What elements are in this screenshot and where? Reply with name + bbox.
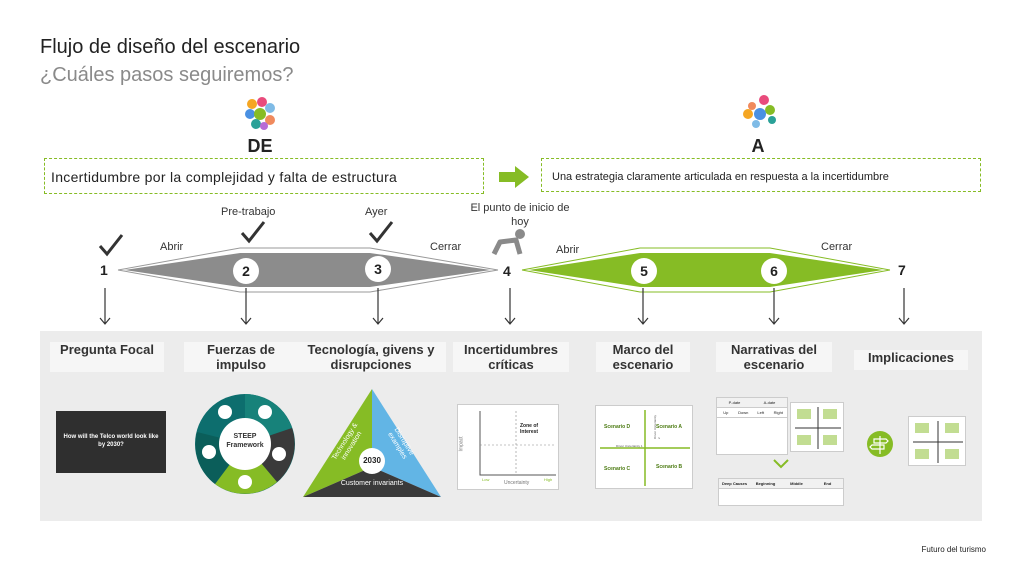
triangle-center-label: 2030	[363, 456, 381, 465]
arrow-right-icon	[499, 166, 529, 188]
label-punto-inicio: El punto de inicio de hoy	[470, 202, 570, 228]
checkmark-icon	[240, 221, 266, 244]
crawling-person-icon	[491, 229, 525, 256]
table-head-cell: P-date	[728, 400, 741, 405]
label-pretrabajo: Pre-trabajo	[221, 206, 276, 218]
step-2: 2	[233, 258, 259, 284]
to-box: Una estrategia claramente articulada en …	[541, 158, 981, 192]
framework-thumbnail: Scenario D Scenario A Scenario C Scenari…	[595, 405, 693, 489]
table-sub-cell: Right	[773, 410, 783, 415]
step-6: 6	[761, 258, 787, 284]
driver-2-label: Driver Uncertainty 2	[653, 414, 661, 439]
triangle-diagram	[303, 389, 441, 497]
story-head-cell: Deep Causes	[721, 481, 748, 486]
col-title-tecnologia: Tecnología, givens y disrupciones	[296, 342, 446, 372]
col-title-pregunta-focal: Pregunta Focal	[50, 342, 164, 372]
table-head-cell: A-date	[763, 400, 776, 405]
from-letter: DE	[247, 136, 273, 156]
label-cerrar-left: Cerrar	[430, 241, 462, 253]
flow-diamonds	[117, 247, 891, 293]
step-5: 5	[631, 258, 657, 284]
scenario-a-label: Scenario A	[656, 424, 682, 430]
narratives-matrix-thumbnail	[790, 402, 844, 452]
triangle-bottom-label: Customer invariants	[340, 480, 404, 487]
low-label: Low	[482, 477, 490, 482]
down-arrows	[99, 288, 910, 325]
narratives-table-sub: Up Down Left Right	[717, 408, 787, 418]
bubbles-icon-from	[245, 97, 275, 130]
label-abrir-right: Abrir	[556, 244, 580, 256]
chevron-down-icon	[773, 459, 789, 469]
col-title-marco: Marco del escenario	[596, 342, 690, 372]
steep-wheel	[195, 394, 295, 494]
page-subtitle: ¿Cuáles pasos seguiremos?	[40, 64, 294, 86]
signpost-icon	[867, 431, 893, 457]
checkmark-icon	[368, 221, 394, 244]
scenario-c-label: Scenario C	[604, 466, 631, 472]
framework-axes	[600, 410, 690, 486]
uncertainty-axis-label: Uncertainty	[504, 480, 530, 486]
narratives-matrix	[795, 407, 841, 449]
steep-center-label: STEEP Framework	[226, 433, 264, 449]
step-7: 7	[898, 262, 906, 278]
zone-of-interest-label: Zone of Interest	[520, 423, 539, 435]
col-title-fuerzas: Fuerzas de impulso	[184, 342, 298, 372]
checkmark-icon	[98, 234, 124, 257]
col-title-narrativas: Narrativas del escenario	[716, 342, 832, 372]
high-label: High	[544, 477, 553, 482]
focal-question-thumbnail: How will the Telco world look like by 20…	[56, 411, 166, 473]
from-box: Incertidumbre por la complejidad y falta…	[44, 158, 484, 194]
narratives-story-thumbnail: Deep Causes Beginning Middle End	[718, 478, 844, 506]
narratives-table-head: P-date A-date	[717, 398, 787, 408]
page-title: Flujo de diseño del escenario	[40, 36, 301, 58]
step-1: 1	[100, 262, 108, 278]
col-title-incertidumbres: Incertidumbres críticas	[453, 342, 569, 372]
uncertainty-axes	[479, 411, 556, 476]
to-text: Una estrategia claramente articulada en …	[552, 171, 889, 183]
story-head-cell: Beginning	[755, 481, 776, 486]
story-head-cell: End	[823, 481, 832, 486]
bubbles-icon-to	[743, 95, 776, 128]
focal-question-text: How will the Telco world look like by 20…	[63, 434, 159, 448]
implications-matrix-thumbnail	[908, 416, 966, 466]
to-letter: A	[751, 136, 765, 156]
table-sub-cell: Left	[757, 410, 765, 415]
col-title-implicaciones: Implicaciones	[854, 350, 968, 370]
impact-axis-label: Impact	[458, 436, 465, 452]
footer-label: Futuro del turismo	[921, 545, 986, 554]
scenario-d-label: Scenario D	[604, 424, 631, 430]
label-cerrar-right: Cerrar	[821, 241, 853, 253]
story-head-cell: Middle	[790, 481, 803, 486]
driver-1-label: Driver Uncertainty 1	[616, 444, 643, 448]
implications-matrix	[913, 421, 963, 463]
label-abrir-left: Abrir	[160, 241, 184, 253]
label-ayer: Ayer	[365, 206, 388, 218]
table-sub-cell: Up	[723, 410, 729, 415]
scenario-b-label: Scenario B	[656, 464, 683, 470]
table-sub-cell: Down	[738, 410, 749, 415]
step-4: 4	[503, 263, 511, 279]
story-table-head: Deep Causes Beginning Middle End	[719, 479, 843, 489]
step-3: 3	[365, 256, 391, 282]
from-text: Incertidumbre por la complejidad y falta…	[51, 169, 398, 185]
narratives-table-thumbnail: P-date A-date Up Down Left Right	[716, 397, 788, 455]
uncertainty-thumbnail: Zone of Interest Impact Uncertainty Low …	[457, 404, 559, 490]
